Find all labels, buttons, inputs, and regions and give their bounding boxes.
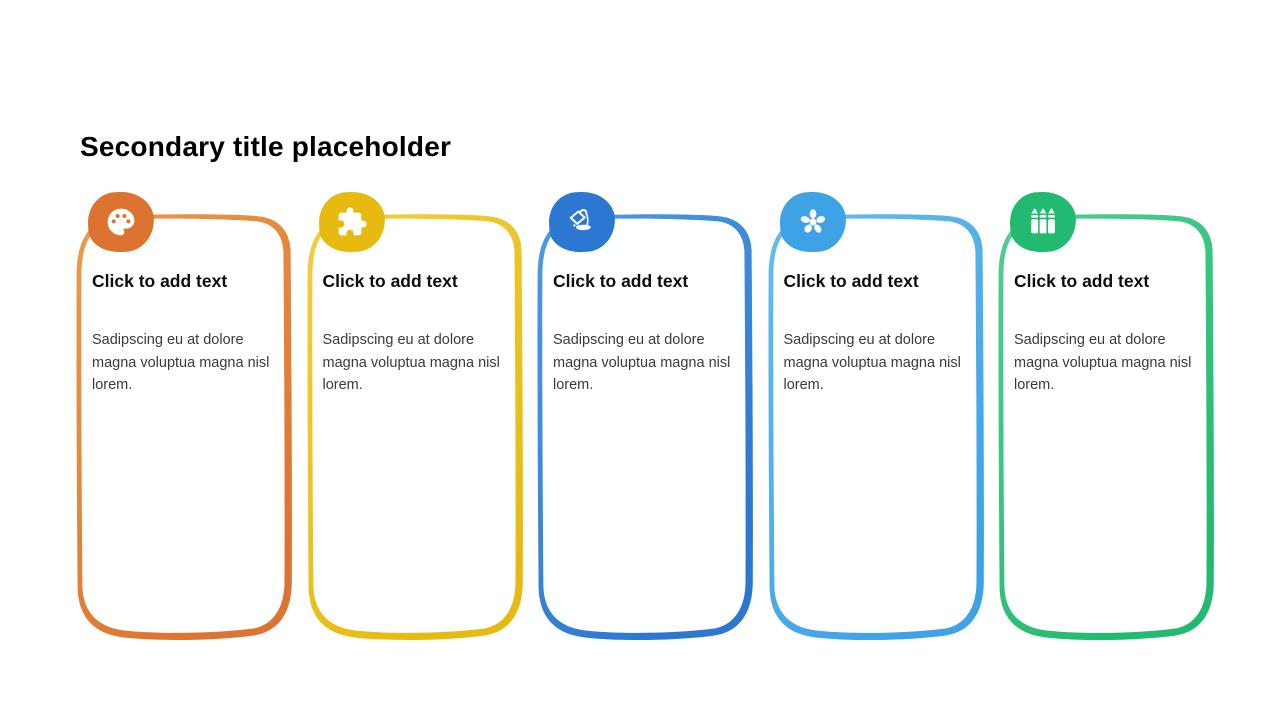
icon-blob (1008, 190, 1078, 254)
crayons-icon (1031, 208, 1055, 234)
card-border (76, 214, 292, 641)
card-body-placeholder[interactable]: Sadipscing eu at dolore magna voluptua m… (92, 332, 270, 393)
card-body-placeholder[interactable]: Sadipscing eu at dolore magna voluptua m… (322, 332, 500, 393)
icon-blob (316, 190, 387, 254)
paint-splat-icon (800, 209, 825, 233)
option-card: Click to add text Sadipscing eu at dolor… (306, 190, 524, 644)
card-heading-placeholder[interactable]: Click to add text (553, 271, 689, 291)
card-heading-placeholder[interactable]: Click to add text (322, 271, 458, 291)
card-border (306, 214, 523, 641)
paint-bucket-icon (569, 209, 591, 231)
option-card: Click to add text Sadipscing eu at dolor… (75, 190, 293, 644)
card-row: Click to add text Sadipscing eu at dolor… (75, 190, 1215, 644)
card-border (767, 214, 984, 641)
option-card: Click to add text Sadipscing eu at dolor… (536, 190, 754, 644)
icon-blob (547, 190, 617, 254)
icon-blob (86, 190, 156, 254)
card-border (998, 214, 1214, 641)
card-body-placeholder[interactable]: Sadipscing eu at dolore magna voluptua m… (1014, 332, 1192, 393)
palette-icon (107, 208, 135, 236)
option-card: Click to add text Sadipscing eu at dolor… (997, 190, 1215, 644)
card-heading-placeholder[interactable]: Click to add text (92, 271, 228, 291)
card-heading-placeholder[interactable]: Click to add text (783, 271, 919, 291)
card-body-placeholder[interactable]: Sadipscing eu at dolore magna voluptua m… (553, 332, 731, 393)
card-body-placeholder[interactable]: Sadipscing eu at dolore magna voluptua m… (783, 332, 961, 393)
option-card: Click to add text Sadipscing eu at dolor… (767, 190, 985, 644)
puzzle-icon (338, 207, 367, 236)
slide-title-placeholder[interactable]: Secondary title placeholder (80, 131, 452, 162)
card-heading-placeholder[interactable]: Click to add text (1014, 271, 1150, 291)
card-border (537, 214, 753, 641)
icon-blob (777, 190, 848, 254)
